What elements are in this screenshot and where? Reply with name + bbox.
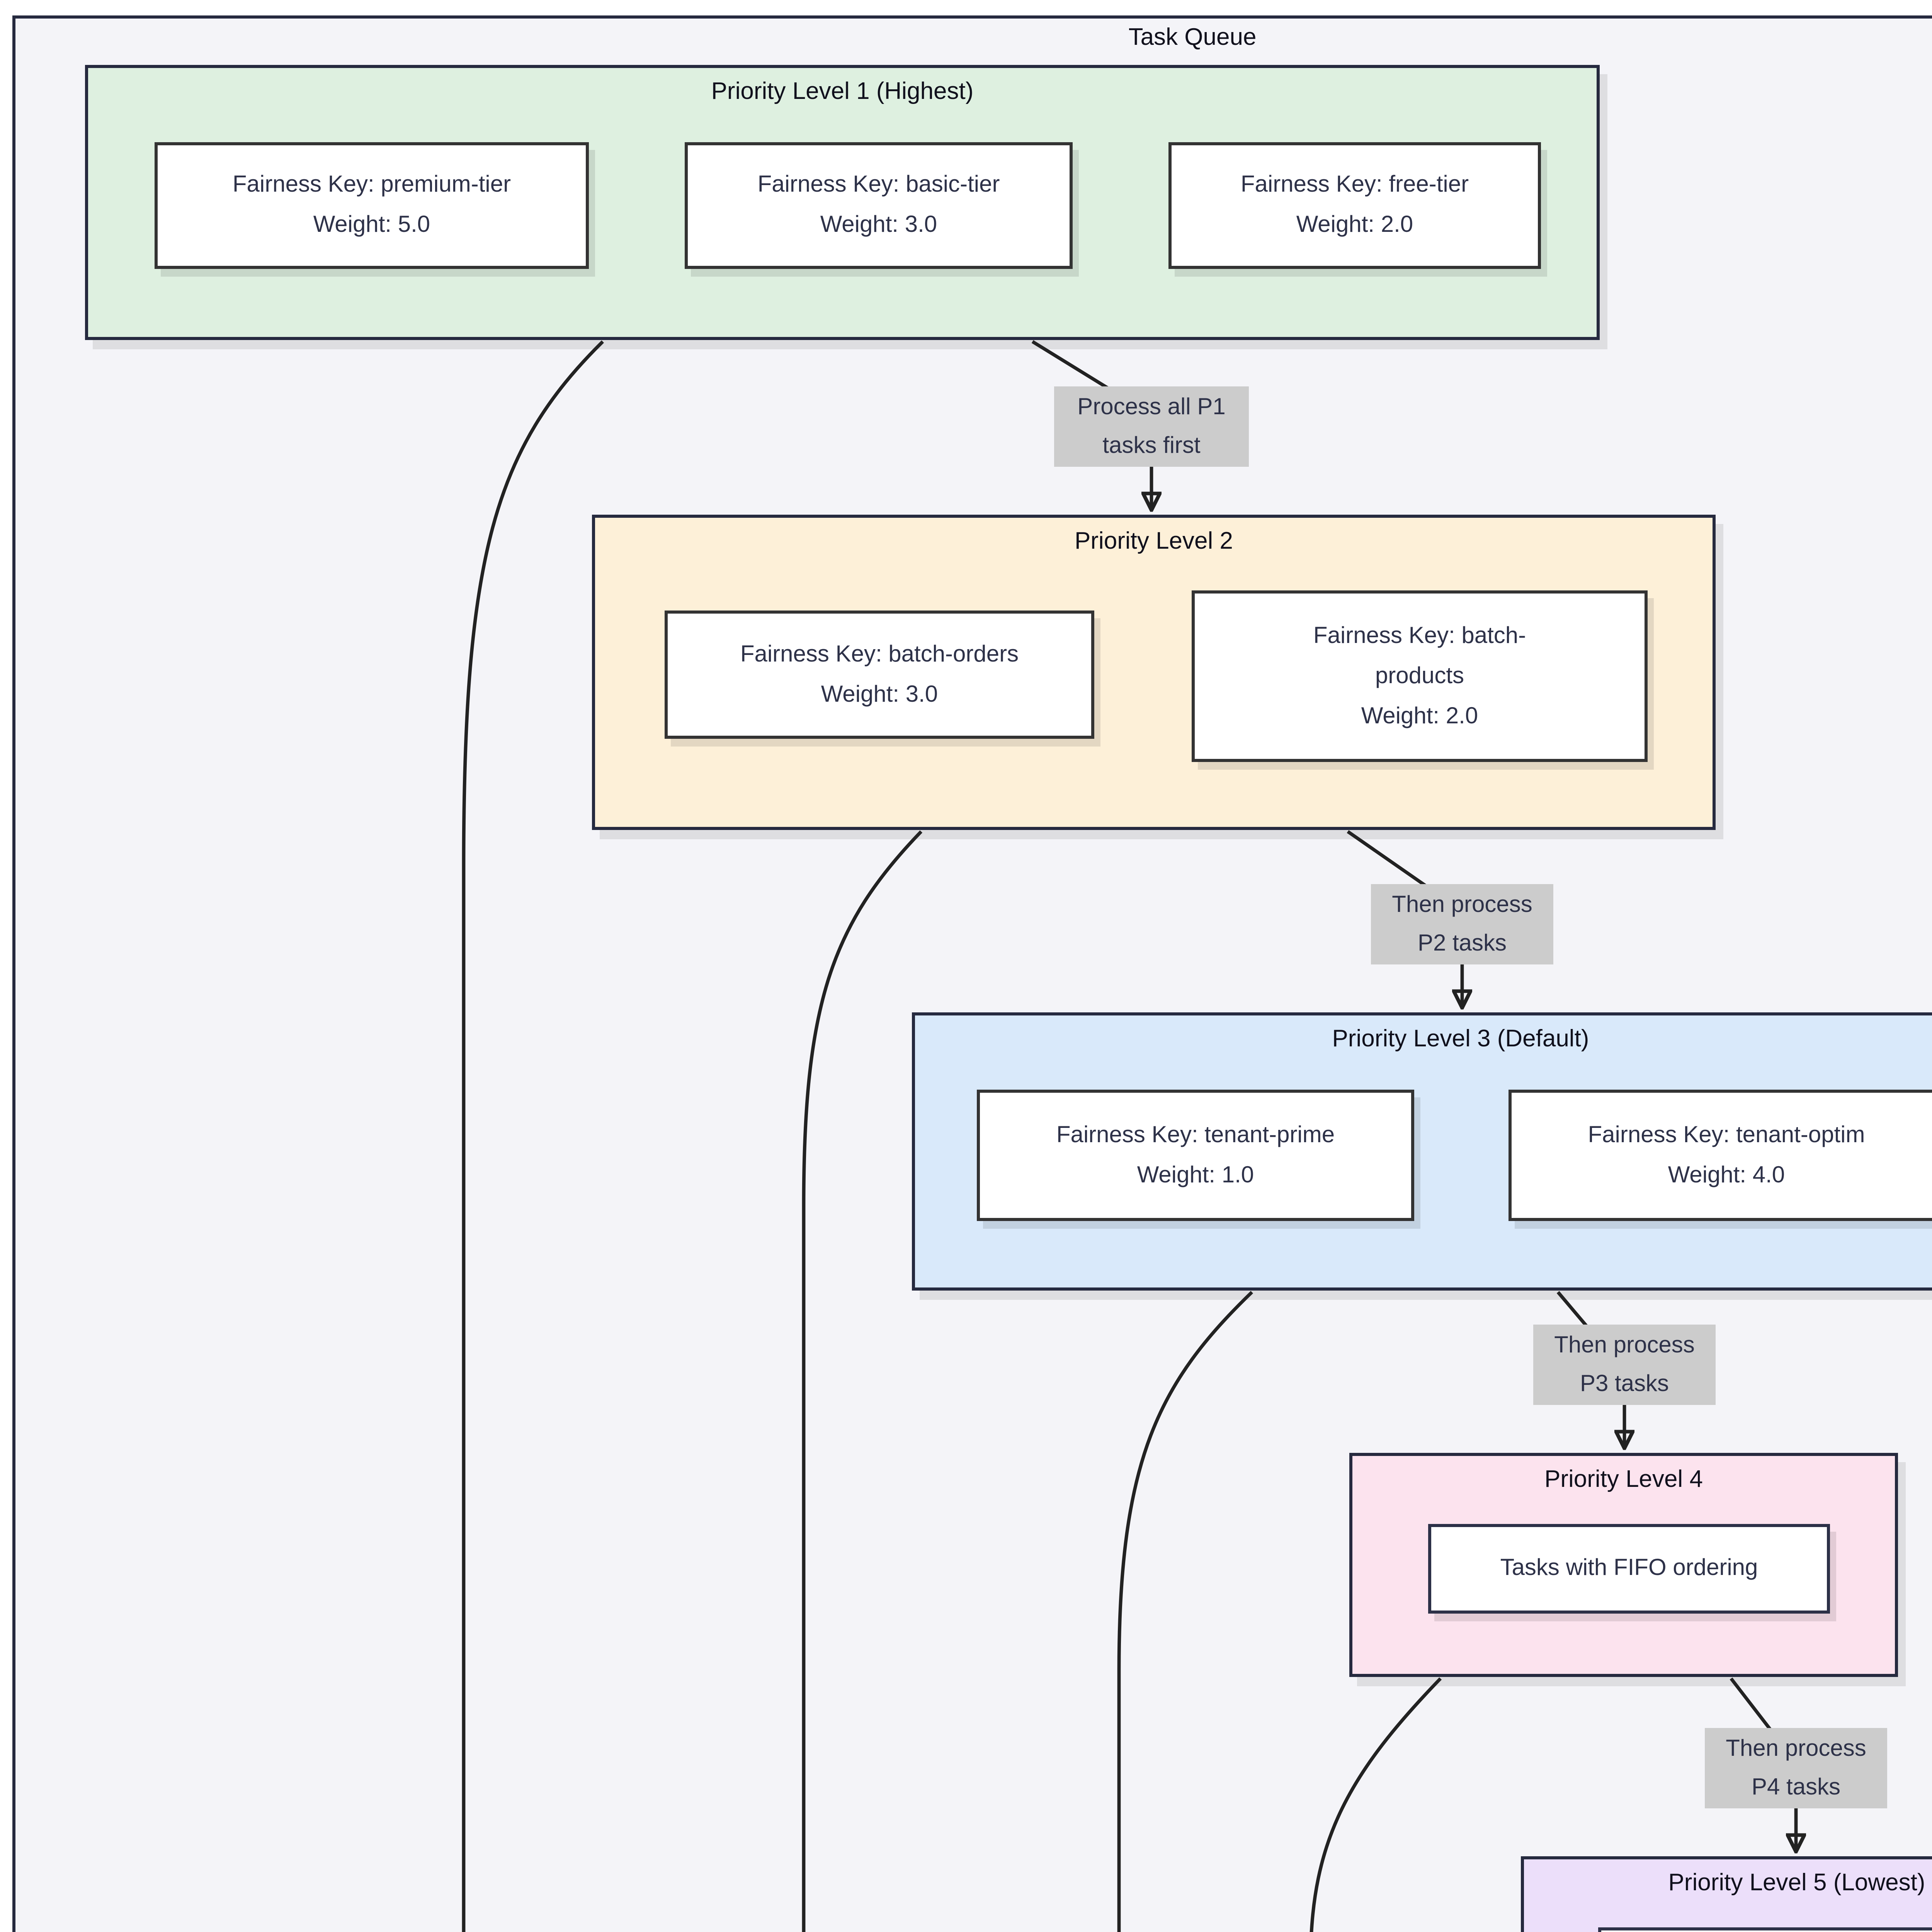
node-text-line: Fairness Key: batch-orders <box>740 641 1019 667</box>
priority-level-3-title: Priority Level 3 (Default) <box>1332 1026 1589 1053</box>
node-text-line: Fairness Key: basic-tier <box>757 172 1000 198</box>
edge-label-p2-to-p3: Then process P2 tasks <box>1371 884 1553 964</box>
node-text-line: Weight: 2.0 <box>1296 212 1413 238</box>
priority-level-5-group: Priority Level 5 (Lowest) Tasks with FIF… <box>1521 1856 1932 1932</box>
priority-level-2-title: Priority Level 2 <box>1074 529 1233 555</box>
node-text-line: Fairness Key: free-tier <box>1240 172 1469 198</box>
node-premium-tier: Fairness Key: premium-tier Weight: 5.0 <box>155 142 589 269</box>
edge-label-p4-to-p5: Then process P4 tasks <box>1705 1728 1887 1808</box>
node-text-line: Fairness Key: batch- <box>1313 622 1526 648</box>
priority-level-1-group: Priority Level 1 (Highest) Fairness Key:… <box>85 65 1600 340</box>
edge-label-line: tasks first <box>1102 433 1201 459</box>
priority-level-2-group: Priority Level 2 Fairness Key: batch-ord… <box>592 515 1716 830</box>
node-text-line: Weight: 3.0 <box>821 681 938 707</box>
edge-label-line: Then process <box>1392 891 1532 917</box>
edge-label-p3-to-p4: Then process P3 tasks <box>1533 1325 1716 1405</box>
edge-label-p1-to-p2: Process all P1 tasks first <box>1054 386 1249 467</box>
edge-label-line: P4 tasks <box>1751 1774 1841 1801</box>
node-tenant-optim: Fairness Key: tenant-optim Weight: 4.0 <box>1509 1090 1932 1221</box>
task-queue-title: Task Queue <box>1128 25 1257 51</box>
node-text-line: Weight: 5.0 <box>313 212 430 238</box>
priority-level-3-group: Priority Level 3 (Default) Fairness Key:… <box>912 1012 1932 1291</box>
edge-label-line: P3 tasks <box>1580 1371 1669 1397</box>
priority-level-1-title: Priority Level 1 (Highest) <box>711 79 974 105</box>
node-basic-tier: Fairness Key: basic-tier Weight: 3.0 <box>685 142 1073 269</box>
node-text-line: Weight: 4.0 <box>1668 1162 1785 1188</box>
node-free-tier: Fairness Key: free-tier Weight: 2.0 <box>1168 142 1541 269</box>
node-text-line: Weight: 1.0 <box>1137 1162 1254 1188</box>
node-text-line: Fairness Key: tenant-prime <box>1056 1121 1335 1148</box>
node-text-line: Weight: 2.0 <box>1361 702 1478 729</box>
node-p5-fifo: Tasks with FIFO ordering <box>1598 1927 1932 1932</box>
node-text-line: Weight: 3.0 <box>820 212 937 238</box>
priority-level-4-title: Priority Level 4 <box>1544 1467 1703 1493</box>
node-batch-products: Fairness Key: batch- products Weight: 2.… <box>1192 590 1648 762</box>
node-tenant-prime: Fairness Key: tenant-prime Weight: 1.0 <box>977 1090 1414 1221</box>
edge-label-line: Then process <box>1726 1735 1866 1761</box>
node-text-line: products <box>1375 662 1464 689</box>
edge-label-line: Process all P1 <box>1077 393 1226 420</box>
priority-level-4-group: Priority Level 4 Tasks with FIFO orderin… <box>1349 1453 1898 1677</box>
node-batch-orders: Fairness Key: batch-orders Weight: 3.0 <box>665 611 1094 739</box>
node-text-line: Fairness Key: premium-tier <box>232 172 511 198</box>
edge-label-line: Then process <box>1554 1332 1695 1358</box>
node-p4-fifo: Tasks with FIFO ordering <box>1428 1524 1830 1614</box>
node-text-line: Tasks with FIFO ordering <box>1500 1555 1758 1581</box>
node-text-line: Fairness Key: tenant-optim <box>1588 1121 1865 1148</box>
edge-label-line: P2 tasks <box>1417 930 1507 957</box>
priority-level-5-title: Priority Level 5 (Lowest) <box>1668 1870 1925 1896</box>
